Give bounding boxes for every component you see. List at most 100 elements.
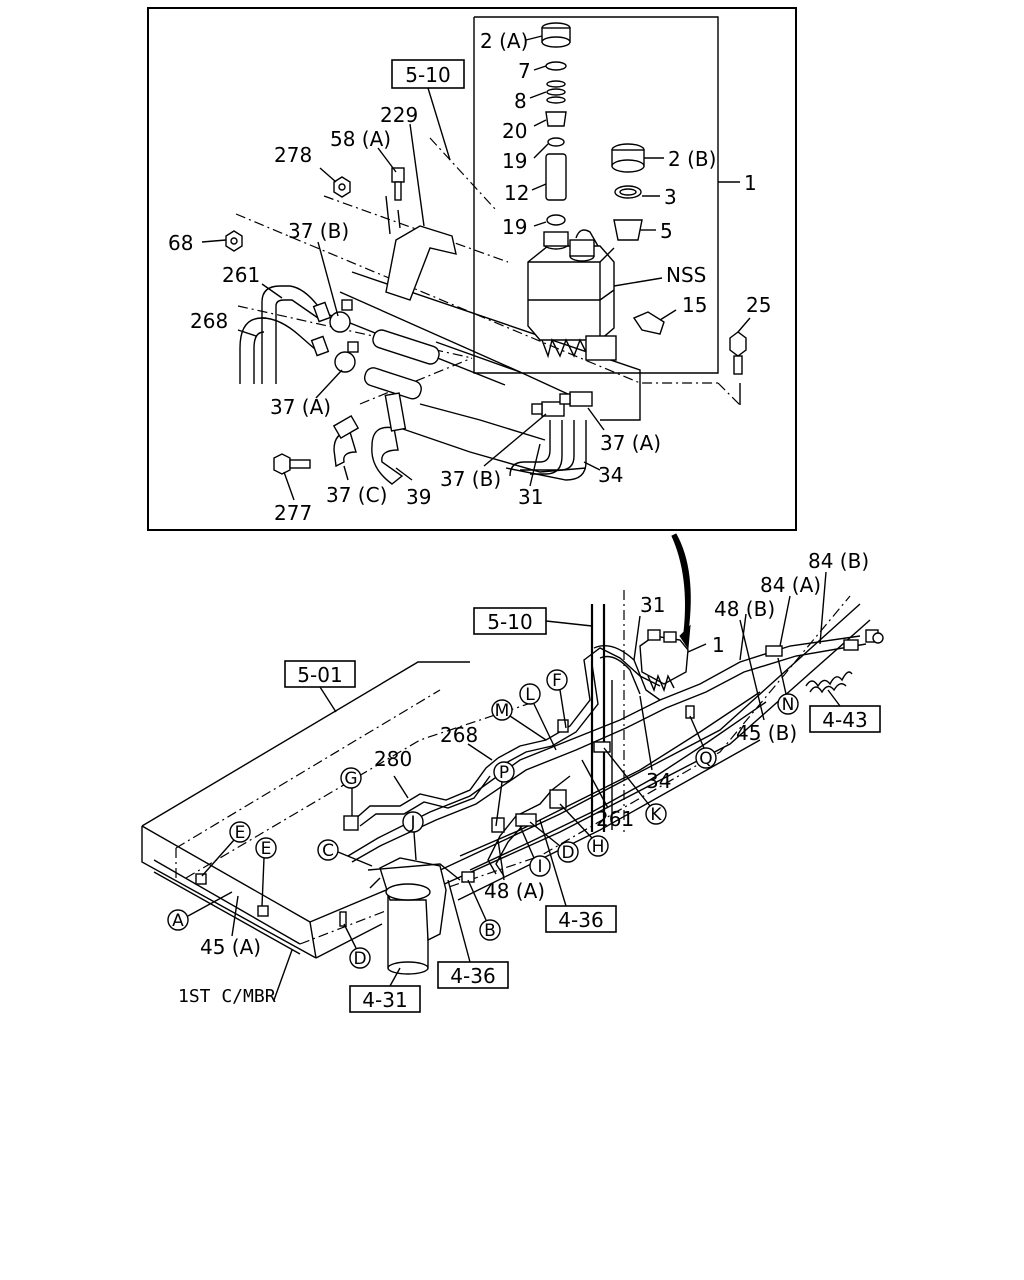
label-34-detail: 34 [598, 463, 623, 487]
reservoir-main [639, 629, 689, 693]
hose-261 [261, 285, 329, 384]
label-37b-left: 37 (B) [288, 219, 349, 243]
detail-arrow [671, 533, 691, 633]
callout-m: M [495, 701, 510, 721]
callout-e-left: E [235, 823, 246, 843]
pump-unit [367, 857, 461, 975]
clamp-37b-right [531, 401, 565, 417]
label-45b: 45 (B) [736, 721, 797, 745]
label-5: 5 [660, 219, 673, 243]
label-278: 278 [274, 143, 312, 167]
ref-box-5-10-main [473, 607, 547, 635]
detail-leaders [201, 35, 751, 501]
label-20: 20 [502, 119, 527, 143]
hose-268-main [497, 647, 661, 759]
label-2b: 2 (B) [668, 147, 716, 171]
label-12: 12 [504, 181, 529, 205]
label-31-detail: 31 [518, 485, 543, 509]
spring-8 [546, 80, 566, 104]
nut-68 [225, 230, 243, 252]
callout-f: F [552, 671, 562, 691]
callout-h: H [592, 837, 605, 857]
spring-coil-4-43 [805, 671, 853, 694]
label-58a: 58 (A) [330, 127, 391, 151]
cap-2b [611, 143, 645, 173]
label-31-main: 31 [640, 593, 665, 617]
callout-a: A [172, 911, 184, 931]
bracket-229 [385, 225, 457, 301]
label-1-main: 1 [712, 633, 725, 657]
hose-280 [353, 757, 499, 821]
callout-p: P [499, 763, 509, 783]
fittings-84 [765, 629, 884, 657]
label-19-lower: 19 [502, 215, 527, 239]
callout-circles [167, 657, 799, 969]
callout-j: J [409, 813, 415, 833]
clip-15 [632, 311, 665, 335]
ref-box-5-10-detail [391, 59, 465, 89]
ref-box-4-36-left [437, 961, 509, 989]
ref-box-5-10-detail-text: 5-10 [405, 63, 450, 87]
label-2a: 2 (A) [480, 29, 528, 53]
detail-panel: 5-10 [147, 7, 797, 531]
hose-34 [505, 420, 587, 481]
ref-box-5-10-main-text: 5-10 [487, 610, 532, 634]
callout-c: C [322, 841, 334, 861]
label-268: 268 [190, 309, 228, 333]
label-25: 25 [746, 293, 771, 317]
bolt-58a [391, 167, 405, 201]
ref-box-4-43-text: 4-43 [822, 708, 867, 732]
adapter-5 [613, 219, 643, 241]
hose-31 [509, 420, 563, 477]
label-45a: 45 (A) [200, 935, 261, 959]
clamp-37a-left [334, 341, 359, 373]
callout-d-left: D [353, 949, 366, 969]
label-37a-left: 37 (A) [270, 395, 331, 419]
reservoir-tank [527, 229, 617, 361]
label-1: 1 [744, 171, 757, 195]
callout-letters: F M L P G J C E E A D Q N K H D I B [172, 671, 794, 969]
label-261-main: 261 [596, 807, 634, 831]
label-229: 229 [380, 103, 418, 127]
cap-2a [541, 22, 571, 48]
clamp-37b-left [329, 299, 353, 333]
ref-box-4-36-right-text: 4-36 [558, 908, 603, 932]
detail-frame [147, 7, 797, 531]
label-261: 261 [222, 263, 260, 287]
callout-d-right: D [561, 843, 574, 863]
label-34-main: 34 [646, 769, 671, 793]
label-1st-cmbr: 1ST C/MBR [178, 986, 276, 1007]
label-268-main: 268 [440, 723, 478, 747]
callout-n: N [782, 695, 795, 715]
ref-box-4-31 [349, 985, 421, 1013]
bolt-25 [729, 331, 747, 375]
cab-mount-post [590, 590, 625, 832]
label-37a-right: 37 (A) [600, 431, 661, 455]
seal-19-upper [547, 137, 565, 147]
label-nss: NSS [666, 263, 706, 287]
seal-19-lower [546, 214, 566, 226]
ref-box-4-31-text: 4-31 [362, 988, 407, 1012]
seal-7 [545, 61, 567, 71]
callout-e-right: E [261, 839, 272, 859]
callout-i: I [537, 857, 542, 877]
callout-g: G [344, 769, 357, 789]
ref-box-5-01 [284, 660, 356, 688]
main-leaders [231, 571, 827, 1001]
reservoir-subframe [473, 16, 719, 374]
label-8: 8 [514, 89, 527, 113]
bracket-39 [371, 426, 404, 485]
clamp-37a-right [559, 391, 593, 407]
clamp-37c [333, 431, 357, 468]
label-84a: 84 (A) [760, 573, 821, 597]
strainer-12 [545, 153, 567, 201]
label-37c: 37 (C) [326, 483, 387, 507]
label-3: 3 [664, 185, 677, 209]
label-19-upper: 19 [502, 149, 527, 173]
label-48a: 48 (A) [484, 879, 545, 903]
label-48b: 48 (B) [714, 597, 775, 621]
hose-268 [239, 317, 266, 384]
label-7: 7 [518, 59, 531, 83]
frame-rail-upper [235, 213, 718, 384]
